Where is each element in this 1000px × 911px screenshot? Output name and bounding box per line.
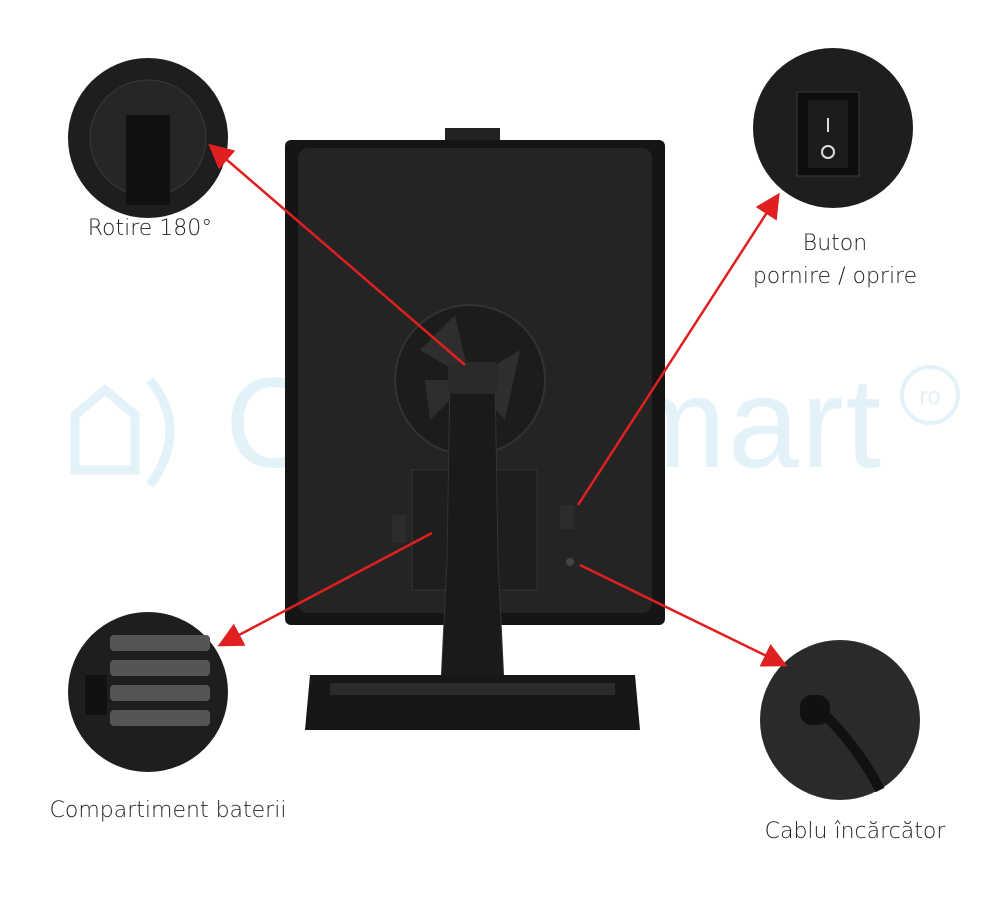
power-switch-small bbox=[560, 505, 574, 529]
charger-port bbox=[566, 558, 574, 566]
arrow-charger bbox=[579, 563, 788, 667]
detail-circle-rotation bbox=[68, 58, 228, 218]
arrow-rotation bbox=[208, 143, 466, 366]
watermark-logo bbox=[70, 365, 960, 488]
arrow-battery bbox=[217, 531, 433, 647]
label-power-button-line1: Buton bbox=[802, 231, 868, 256]
detail-circle-power-button bbox=[753, 48, 913, 208]
watermark-suffix: ro bbox=[919, 383, 940, 410]
detail-circle-battery bbox=[68, 612, 228, 772]
mirror-device bbox=[285, 128, 665, 730]
label-power-button-line2: pornire / oprire bbox=[752, 264, 918, 289]
label-rotation: Rotire 180° bbox=[87, 216, 213, 241]
label-charger: Cablu încărcător bbox=[764, 819, 946, 844]
arrow-power-button bbox=[576, 192, 780, 506]
label-battery: Compartiment baterii bbox=[49, 798, 287, 823]
detail-circle-charger bbox=[760, 640, 920, 800]
